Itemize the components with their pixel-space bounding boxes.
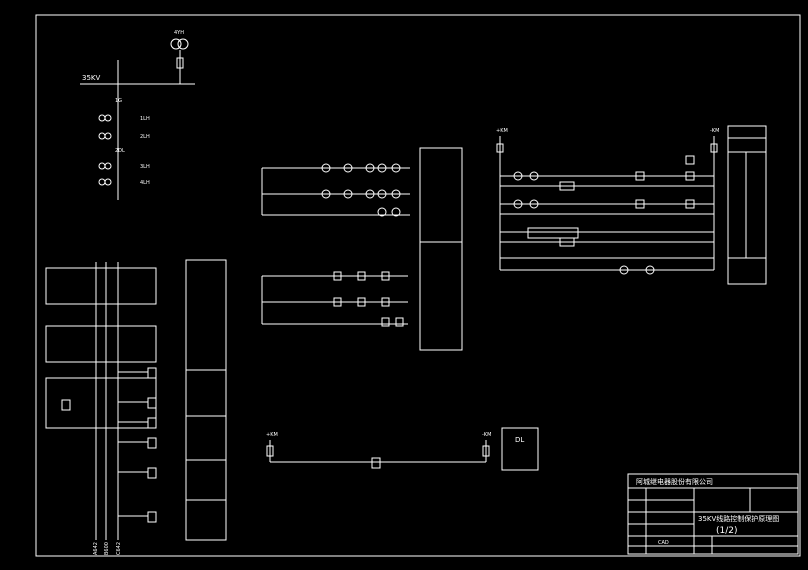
software-label: CAD	[658, 540, 669, 546]
pt-label: 4YH	[174, 30, 184, 36]
ct-label-3: 3LH	[140, 164, 150, 170]
control-minus-label: -KM	[710, 128, 719, 134]
isolator-label: 1G	[115, 98, 122, 104]
trip-minus-label: -KM	[482, 432, 491, 438]
control-plus-label: +KM	[496, 128, 508, 134]
ac-description-table	[419, 147, 463, 351]
voltage-circuit: A642 B600 C642	[45, 259, 227, 555]
drawing-frame	[35, 14, 801, 557]
bus-label: 35KV	[82, 74, 100, 82]
sheet-number: (1/2)	[716, 526, 738, 536]
bus-c-label: C642	[116, 542, 122, 555]
breaker-box-label: DL	[515, 436, 524, 444]
control-description-table	[727, 125, 767, 285]
ct-label-4: 4LH	[140, 180, 150, 186]
control-circuit: +KM -KM	[496, 128, 719, 275]
voltage-description-table	[185, 259, 227, 541]
breaker-label: 2DL	[115, 148, 125, 154]
drawing-title: 35KV线路控制保护原理图	[698, 514, 779, 523]
single-line-diagram: 4YH 35KV 1G 1LH 2LH 2DL 3LH 4LH	[80, 30, 195, 200]
title-block: 阿城继电器股份有限公司 35KV线路控制保护原理图 (1/2) CAD	[627, 473, 799, 555]
ct-label-2: 2LH	[140, 134, 150, 140]
ac-circuit-upper	[261, 163, 410, 217]
ct-group-1: 1LH 2LH	[98, 114, 150, 140]
trip-circuit: +KM -KM DL	[266, 427, 539, 471]
bus-b-label: B600	[104, 542, 110, 555]
ct-group-2: 3LH 4LH	[98, 162, 150, 186]
company-name: 阿城继电器股份有限公司	[636, 477, 713, 486]
ac-circuit-lower	[261, 271, 408, 327]
bus-a-label: A642	[93, 542, 99, 555]
ct-label-1: 1LH	[140, 116, 150, 122]
trip-plus-label: +KM	[266, 432, 278, 438]
breaker-box	[501, 427, 539, 471]
